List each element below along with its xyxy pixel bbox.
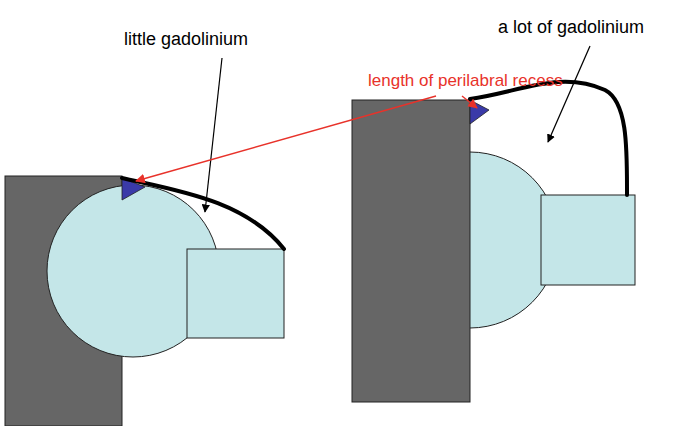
leader-line [548,46,590,142]
humeral-shaft [541,195,635,285]
leader-line [462,96,477,108]
region-label: a lot of gadolinium [498,18,644,38]
labrum [470,100,489,124]
right-shoulder [352,82,635,402]
joint-capsule [122,178,284,249]
leader-line [136,96,436,181]
joint-capsule [470,82,627,195]
glenoid-block [352,100,470,402]
left-shoulder [5,176,284,426]
humeral-shaft [187,249,284,338]
leader-line [205,58,222,212]
measurement-label: length of perilabral recess [368,72,563,91]
region-label: little gadolinium [124,30,248,50]
